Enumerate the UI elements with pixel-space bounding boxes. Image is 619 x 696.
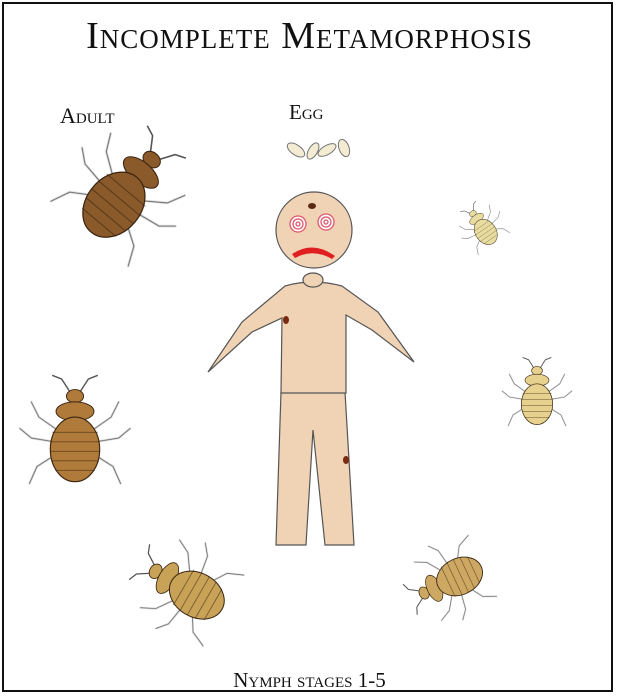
bite-mark bbox=[283, 316, 289, 324]
nymph-stage-5 bbox=[20, 375, 130, 483]
adult-bed-bug bbox=[43, 103, 213, 273]
nymph-stage-3 bbox=[393, 529, 500, 636]
nymph-stage-1 bbox=[449, 193, 513, 257]
bite-mark bbox=[308, 203, 316, 209]
eggs bbox=[285, 138, 352, 161]
bite-mark bbox=[343, 456, 349, 464]
nymph-stage-4 bbox=[115, 519, 248, 653]
nymph-stage-2 bbox=[502, 357, 572, 425]
human-figure bbox=[208, 192, 414, 545]
